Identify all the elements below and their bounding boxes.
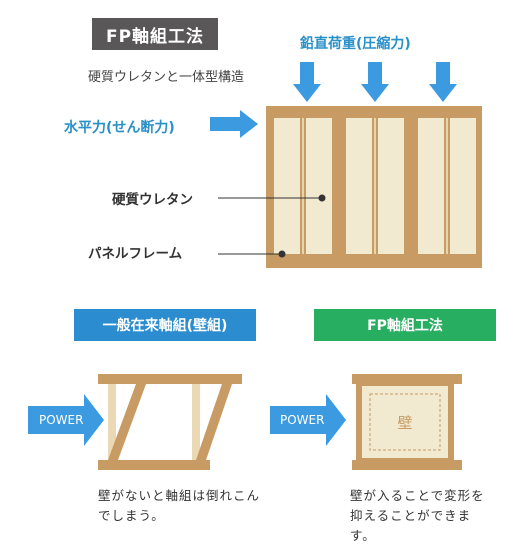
subtitle: 硬質ウレタンと一体型構造 bbox=[88, 70, 245, 85]
conventional-frame-header: 一般在来軸組(壁組) bbox=[74, 309, 256, 341]
fp-wall-frame bbox=[352, 374, 462, 470]
vertical-load-arrow-3 bbox=[429, 62, 457, 102]
urethane-panel-4 bbox=[378, 118, 404, 254]
panel-frame bbox=[266, 106, 482, 268]
urethane-panel-6 bbox=[450, 118, 476, 254]
fp-method-header: FP軸組工法 bbox=[314, 309, 496, 341]
horizontal-force-label: 水平力(せん断力) bbox=[64, 120, 175, 136]
left-power-label: POWER bbox=[39, 413, 83, 427]
panel-frame-label: パネルフレーム bbox=[88, 246, 183, 262]
wall-label: 壁 bbox=[397, 414, 412, 432]
right-power-arrow bbox=[270, 394, 346, 446]
page-title: FP軸組工法 bbox=[92, 18, 218, 50]
vertical-load-arrow-1 bbox=[293, 62, 321, 102]
urethane-leader bbox=[218, 194, 326, 202]
horizontal-force-arrow bbox=[210, 110, 258, 138]
frame-leader bbox=[218, 250, 286, 258]
urethane-panel-3 bbox=[346, 118, 372, 254]
right-caption: 壁が入ることで変形を抑えることができます。 bbox=[350, 488, 485, 543]
urethane-panel-2 bbox=[306, 118, 332, 254]
vertical-load-label: 鉛直荷重(圧縮力) bbox=[300, 36, 411, 52]
left-power-arrow bbox=[28, 394, 104, 446]
conventional-frame bbox=[98, 374, 242, 470]
urethane-panel-5 bbox=[418, 118, 444, 254]
urethane-label: 硬質ウレタン bbox=[112, 192, 193, 208]
urethane-panel-1 bbox=[274, 118, 300, 254]
vertical-load-arrow-2 bbox=[361, 62, 389, 102]
left-caption: 壁がないと軸組は倒れこんでしまう。 bbox=[98, 488, 261, 523]
right-power-label: POWER bbox=[280, 413, 324, 427]
